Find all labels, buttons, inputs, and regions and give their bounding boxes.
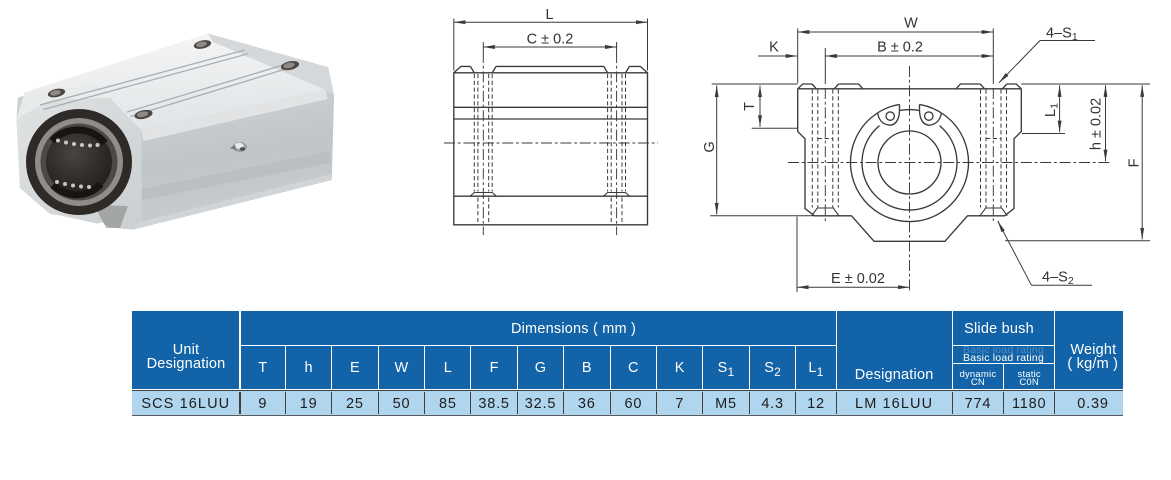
svg-text:W: W	[904, 16, 918, 32]
svg-text:4–S1: 4–S1	[1046, 26, 1078, 44]
svg-text:F: F	[1127, 158, 1143, 167]
svg-text:G: G	[702, 141, 718, 152]
svg-text:B ± 0.2: B ± 0.2	[877, 40, 923, 56]
svg-text:C ± 0.2: C ± 0.2	[527, 32, 574, 48]
svg-text:T: T	[742, 102, 758, 111]
svg-text:h ± 0.02: h ± 0.02	[1089, 98, 1105, 150]
svg-text:E ± 0.02: E ± 0.02	[831, 271, 885, 287]
svg-text:4–S2: 4–S2	[1042, 270, 1074, 288]
svg-text:L1: L1	[1043, 103, 1061, 117]
svg-text:K: K	[769, 40, 779, 56]
svg-text:L: L	[545, 7, 553, 23]
